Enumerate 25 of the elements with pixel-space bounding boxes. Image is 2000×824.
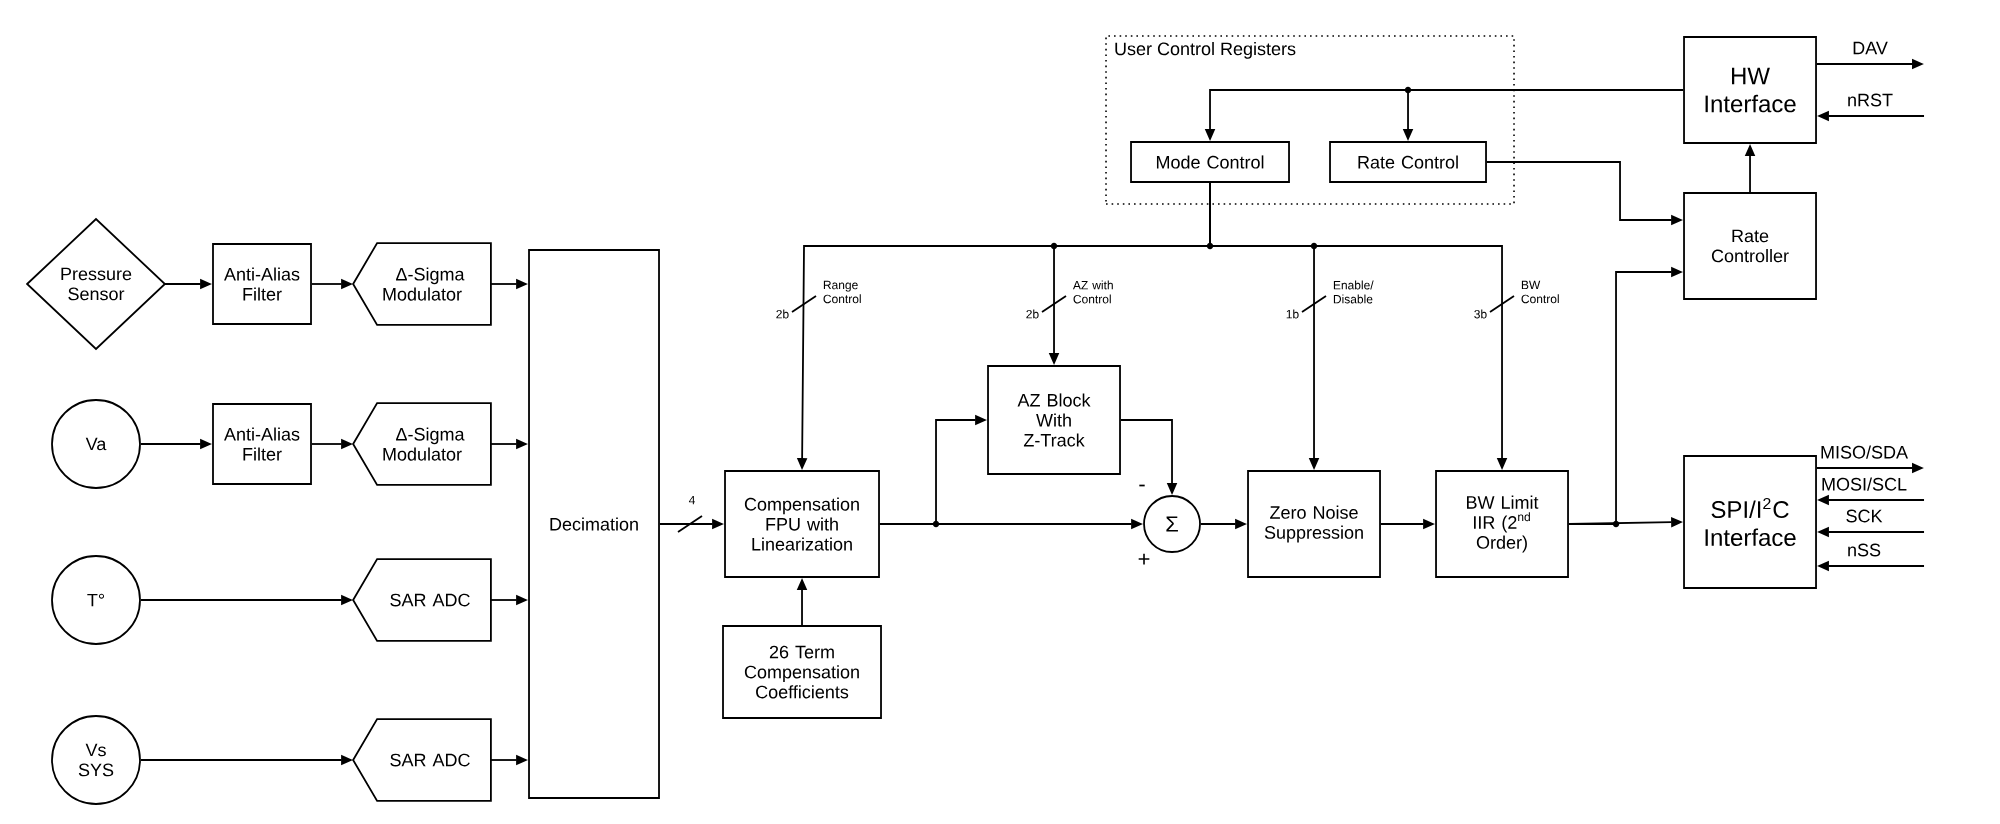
block-box: BW Limit IIR (2$^{nd}$ Order)	[1435, 470, 1569, 578]
edge-label: SCK	[1846, 509, 1883, 523]
converter-block: Δ-Sigma Modulator	[352, 242, 492, 326]
block-box: Anti-Alias Filter	[212, 243, 312, 325]
edge-label: +	[1138, 553, 1150, 565]
edge-label: MOSI/SCL	[1822, 477, 1907, 491]
block-box: Anti-Alias Filter	[212, 403, 312, 485]
block-box: AZ Block With Z-Track	[987, 365, 1121, 475]
block-box: Zero Noise Suppression	[1247, 470, 1381, 578]
block-box: HW Interface	[1683, 36, 1817, 144]
converter-block: Δ-Sigma Modulator	[352, 402, 492, 486]
block-box: Mode Control	[1130, 141, 1290, 183]
edge-label: -	[1139, 484, 1145, 487]
block-box: SPI/I$^{2}$C Interface	[1683, 455, 1817, 589]
converter-block: SAR ADC	[352, 558, 492, 642]
block-box: 26 Term Compensation Coefficients	[722, 625, 882, 719]
edge-label: nSS	[1848, 543, 1881, 557]
block-box: Rate Controller	[1683, 192, 1817, 300]
edge-label: DAV	[1853, 41, 1888, 55]
converter-block: SAR ADC	[352, 718, 492, 802]
block-box: Rate Control	[1329, 141, 1487, 183]
edge-label: MISO/SDA	[1821, 445, 1908, 459]
block-box: Compensation FPU with Linearization	[724, 470, 880, 578]
edge-label: nRST	[1848, 93, 1893, 107]
block-box: Decimation	[528, 249, 660, 799]
